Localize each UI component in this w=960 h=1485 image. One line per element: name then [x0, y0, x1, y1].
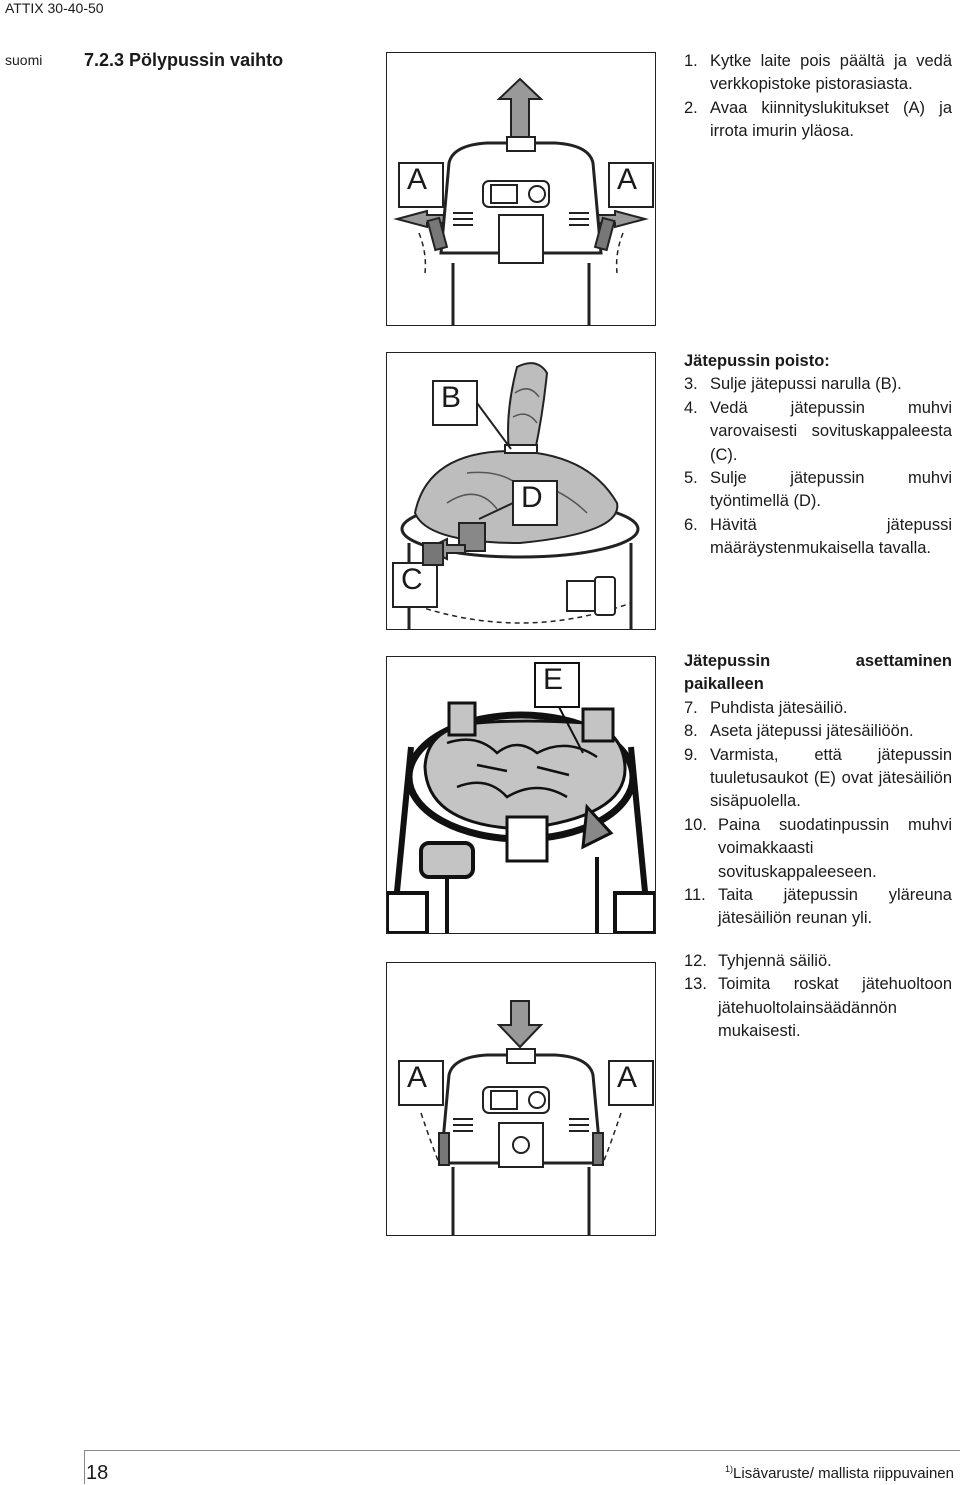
footnote-marker: 1)	[725, 1464, 734, 1474]
step-number: 11.	[684, 886, 706, 905]
subsection-heading: Jätepussin poisto:	[684, 352, 830, 370]
step-text: Kytke laite pois päältä ja vedä verkkopi…	[710, 52, 952, 94]
step-text: Avaa kiinnityslukitukset (A) ja irrota i…	[710, 98, 952, 141]
footnote: 1)Lisävaruste/ mallista riippuvainen	[725, 1464, 954, 1482]
step-number: 7.	[684, 698, 698, 717]
footnote-text: Lisävaruste/ mallista riippuvainen	[733, 1465, 954, 1482]
step-item: 11. Taita jätepussin yläreuna jätesäiliö…	[684, 884, 952, 931]
step-text: Toimita roskat jätehuoltoon jätehuoltola…	[718, 975, 952, 1041]
step-number: 13.	[684, 975, 707, 994]
label-a-left: A	[407, 163, 428, 196]
step-item: 7. Puhdista jätesäiliö.	[684, 697, 952, 720]
step-number: 3.	[684, 375, 698, 394]
step-text: Sulje jätepussi narulla (B).	[710, 375, 902, 394]
figure-remove-upper-part: A A	[386, 52, 656, 326]
step-number: 6.	[684, 515, 698, 534]
steps-bag-install: Jätepussin asettaminen paikalleen 7. Puh…	[684, 650, 952, 931]
label-a-right: A	[617, 163, 638, 196]
figure-insert-bag: E	[386, 656, 656, 934]
step-item: 1. Kytke laite pois päältä ja vedä verkk…	[684, 50, 952, 97]
step-item: 6. Hävitä jätepussi määräystenmukaisella…	[684, 514, 952, 561]
footer-divider	[84, 1450, 960, 1451]
language-label: suomi	[5, 52, 43, 68]
step-text: Taita jätepussin yläreuna jätesäiliön re…	[718, 886, 952, 928]
label-b: B	[441, 381, 462, 414]
step-number: 4.	[684, 398, 698, 417]
label-a-left: A	[407, 1061, 428, 1094]
label-e: E	[543, 663, 564, 696]
steps-final: 12. Tyhjennä säiliö. 13. Toimita roskat …	[684, 950, 952, 1044]
figure-close-bag: B D C	[386, 352, 656, 630]
step-item: 2. Avaa kiinnityslukitukset (A) ja irrot…	[684, 97, 952, 144]
step-item: 4. Vedä jätepussin muhvi varovaisesti so…	[684, 397, 952, 467]
document-title: ATTIX 30-40-50	[5, 0, 104, 16]
step-number: 9.	[684, 745, 698, 764]
page-number: 18	[86, 1462, 109, 1484]
step-text: Vedä jätepussin muhvi varovaisesti sovit…	[710, 398, 952, 464]
label-a-right: A	[617, 1061, 638, 1094]
step-number: 10.	[684, 815, 707, 834]
step-item: 9. Varmista, että jätepussin tuuletusauk…	[684, 744, 952, 814]
label-c: C	[401, 563, 423, 596]
step-text: Aseta jätepussi jätesäiliöön.	[710, 722, 914, 741]
step-item: 3. Sulje jätepussi narulla (B).	[684, 373, 952, 396]
section-title: 7.2.3 Pölypussin vaihto	[84, 50, 284, 70]
subsection-heading: Jätepussin asettaminen paikalleen	[684, 652, 952, 694]
step-text: Varmista, että jätepussin tuuletusaukot …	[710, 745, 952, 811]
footer-vertical-rule	[84, 1450, 85, 1484]
step-item: 12. Tyhjennä säiliö.	[684, 950, 952, 973]
step-number: 8.	[684, 722, 698, 741]
step-number: 1.	[684, 52, 698, 70]
step-item: 5. Sulje jätepussin muhvi työntimellä (D…	[684, 467, 952, 514]
step-text: Sulje jätepussin muhvi työntimellä (D).	[710, 469, 952, 511]
step-text: Paina suodatinpussin muhvi voimakkaasti …	[718, 815, 952, 881]
steps-remove-upper: 1. Kytke laite pois päältä ja vedä verkk…	[684, 50, 952, 144]
step-number: 12.	[684, 952, 707, 970]
step-number: 2.	[684, 98, 698, 117]
step-number: 5.	[684, 469, 698, 488]
step-text: Hävitä jätepussi määräystenmukaisella ta…	[710, 515, 952, 558]
figure-attach-upper-part: A A	[386, 962, 656, 1236]
steps-bag-removal: Jätepussin poisto: 3. Sulje jätepussi na…	[684, 350, 952, 561]
step-item: 10. Paina suodatinpussin muhvi voimakkaa…	[684, 814, 952, 884]
step-text: Puhdista jätesäiliö.	[710, 698, 848, 717]
step-item: 13. Toimita roskat jätehuoltoon jätehuol…	[684, 973, 952, 1043]
step-item: 8. Aseta jätepussi jätesäiliöön.	[684, 720, 952, 743]
step-text: Tyhjennä säiliö.	[718, 952, 832, 970]
label-d: D	[521, 481, 543, 514]
